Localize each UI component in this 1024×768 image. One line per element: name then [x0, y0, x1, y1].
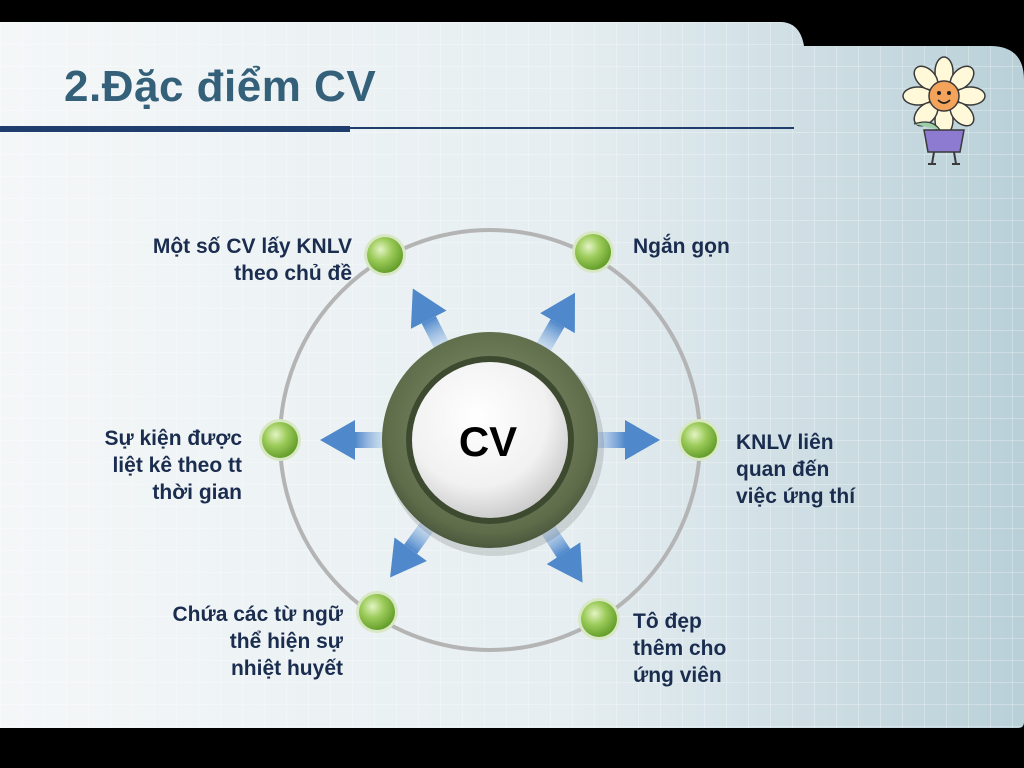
node-label-bottom-left: Chứa các từ ngữ thể hiện sự nhiệt huyết [80, 601, 343, 682]
node-top-right [572, 231, 614, 273]
center-hub [382, 332, 604, 556]
label-line: Chứa các từ ngữ [172, 603, 343, 626]
label-line: Ngắn gọn [633, 235, 730, 258]
label-line: KNLV liên [736, 431, 834, 454]
node-bottom-left [356, 591, 398, 633]
node-bottom-right [578, 598, 620, 640]
node-label-top-right: Ngắn gọn [633, 233, 730, 260]
node-label-bottom-right: Tô đẹp thêm cho ứng viên [633, 608, 726, 689]
label-line: việc ứng thí [736, 485, 856, 508]
label-line: nhiệt huyết [230, 657, 343, 680]
flower-pot-icon [902, 56, 986, 165]
node-right [678, 419, 720, 461]
label-line: thời gian [152, 481, 242, 504]
label-line: Một số CV lấy KNLV [152, 235, 352, 258]
node-label-left: Sự kiện được liệt kê theo tt thời gian [40, 425, 242, 506]
page-title: 2.Đặc điểm CV [64, 62, 377, 111]
node-label-top-left: Một số CV lấy KNLV theo chủ đề [60, 233, 352, 287]
node-top-left [364, 234, 406, 276]
label-line: liệt kê theo tt [112, 454, 242, 477]
title-rule-thin [350, 127, 794, 129]
nodes [259, 231, 720, 640]
node-label-right: KNLV liên quan đến việc ứng thí [736, 429, 855, 510]
center-label: CV [458, 418, 518, 465]
label-line: thêm cho [633, 637, 727, 660]
label-line: quan đến [736, 458, 830, 481]
label-line: thể hiện sự [229, 630, 343, 653]
title-rule-thick [0, 126, 350, 132]
label-line: theo chủ đề [234, 262, 352, 285]
label-line: Sự kiện được [104, 427, 242, 450]
node-left [259, 419, 301, 461]
label-line: ứng viên [633, 664, 722, 687]
label-line: Tô đẹp [633, 610, 702, 633]
